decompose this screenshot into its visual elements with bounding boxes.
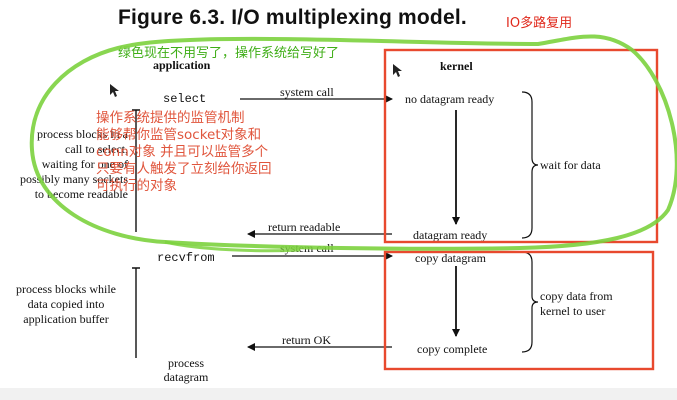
- wait-for-data-label: wait for data: [540, 158, 601, 172]
- green-annotation-note: 绿色现在不用写了，操作系统给写好了: [118, 46, 340, 61]
- left-block2-line: data copied into: [27, 297, 105, 311]
- process-datagram-line: datagram: [163, 370, 209, 384]
- left-block1-line: to become readable: [34, 187, 128, 201]
- select-call: select: [163, 92, 207, 106]
- left-block1-line: process blocks in a: [37, 127, 128, 141]
- left-description-block-2: process blocks while data copied into ap…: [4, 282, 128, 327]
- red-note-line: 能够帮你监管socket对象和: [96, 127, 262, 143]
- red-note-line: 操作系统提供的监管机制: [96, 110, 245, 126]
- red-note-line: 可执行的对象: [96, 178, 177, 194]
- red-box-wait-phase: [383, 48, 659, 244]
- return-readable-label: return readable: [268, 220, 341, 234]
- copy-data-label-line1: copy data from: [540, 289, 613, 303]
- bottom-strip: [0, 388, 677, 400]
- left-block1-line: possibly many sockets: [20, 172, 128, 186]
- no-datagram-ready-state: no datagram ready: [405, 92, 495, 106]
- recvfrom-call: recvfrom: [157, 251, 215, 265]
- copy-complete-state: copy complete: [417, 342, 488, 356]
- application-bracket-top: [132, 109, 140, 232]
- process-datagram-line: process: [168, 356, 204, 370]
- left-block1-line: call to select,: [65, 142, 128, 156]
- application-column-head: application: [153, 58, 211, 72]
- figure-title: Figure 6.3. I/O multiplexing model.: [118, 6, 467, 29]
- cursor-icon: [110, 84, 119, 97]
- wait-for-data-brace: [521, 91, 539, 239]
- application-bracket-bottom: [132, 267, 140, 358]
- green-scribble-loop: [29, 34, 677, 251]
- copy-data-label-line2: kernel to user: [540, 304, 606, 318]
- red-annotation-note: 操作系统提供的监管机制 能够帮你监管socket对象和 conn对象 并且可以监…: [96, 110, 272, 195]
- red-box-copy-phase: [383, 250, 655, 371]
- green-scribble-tail: [164, 240, 301, 253]
- left-block1-line: waiting for one of: [41, 157, 128, 171]
- red-note-line: 只要有人触发了立刻给你返回: [96, 161, 272, 177]
- process-datagram-label: process datagram: [150, 356, 222, 384]
- red-note-line: conn对象 并且可以监管多个: [96, 144, 269, 160]
- system-call-label-1: system call: [280, 85, 334, 99]
- copy-data-brace: [521, 251, 539, 353]
- cursor-icon: [393, 64, 402, 77]
- red-annotation-title: IO多路复用: [506, 16, 573, 31]
- left-block2-line: process blocks while: [16, 282, 116, 296]
- left-description-block-1: process blocks in a call to select, wait…: [0, 127, 128, 202]
- left-block2-line: application buffer: [23, 312, 109, 326]
- datagram-ready-state: datagram ready: [413, 228, 488, 242]
- kernel-column-head: kernel: [440, 59, 473, 73]
- return-ok-label: return OK: [282, 333, 331, 347]
- copy-datagram-state: copy datagram: [415, 251, 486, 265]
